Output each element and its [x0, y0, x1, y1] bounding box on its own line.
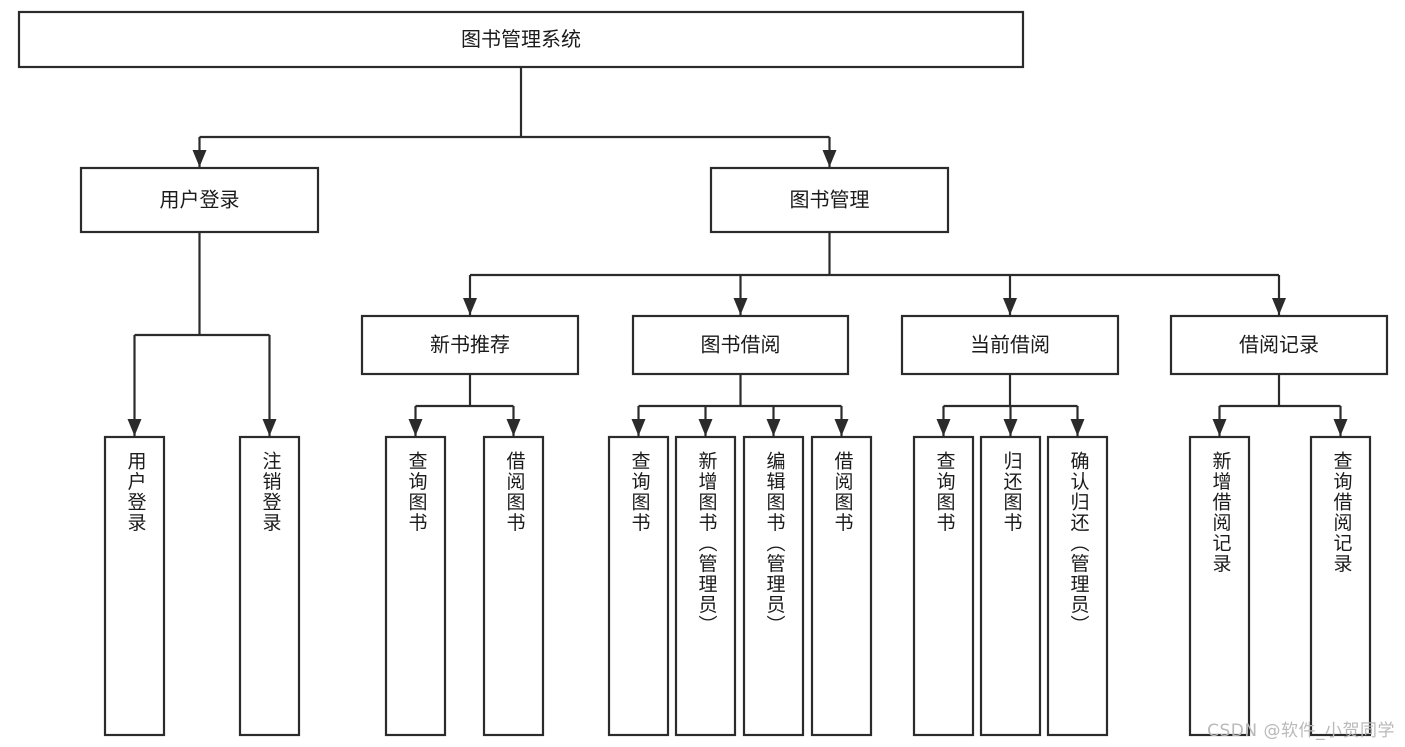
arrow-head-icon: [1003, 298, 1017, 315]
node-box-new-book-recommend: [360, 314, 580, 376]
node-box-leaf-user-login: [103, 435, 166, 737]
arrow-head-icon: [1212, 419, 1227, 436]
node-label-book-borrow: 图书借阅: [701, 333, 781, 357]
arrow-head-icon: [766, 419, 781, 436]
csdn-watermark: CSDN @软件_小贺同学: [1207, 721, 1395, 741]
box-layer: [17, 10, 1389, 737]
node-box-leaf-query-book-2: [607, 435, 670, 737]
node-label-borrow-record: 借阅记录: [1239, 333, 1319, 357]
node-box-leaf-query-record: [1309, 435, 1372, 737]
arrow-head-icon: [192, 150, 207, 167]
arrow-head-icon: [1003, 419, 1018, 436]
node-box-leaf-add-book: [674, 435, 737, 737]
arrow-head-icon: [1333, 419, 1348, 436]
arrow-head-icon: [1272, 298, 1286, 315]
arrow-head-icon: [822, 150, 837, 167]
node-box-leaf-query-book-1: [384, 435, 447, 737]
node-box-leaf-return-book: [979, 435, 1042, 737]
connector-layer: [127, 67, 1348, 436]
node-label-user-login: 用户登录: [160, 188, 240, 212]
arrow-head-icon: [631, 419, 646, 436]
node-label-book-manage: 图书管理: [790, 188, 870, 212]
arrow-head-icon: [1070, 419, 1085, 436]
arrow-head-icon: [733, 298, 748, 315]
node-box-leaf-logout: [238, 435, 301, 737]
arrow-head-icon: [936, 419, 951, 436]
arrow-head-icon: [262, 419, 277, 436]
node-box-book-borrow: [631, 314, 850, 376]
node-box-leaf-add-record: [1188, 435, 1251, 737]
arrow-head-icon: [506, 419, 521, 436]
arrow-head-icon: [408, 419, 423, 436]
node-label-new-book-recommend: 新书推荐: [430, 333, 510, 357]
node-box-leaf-borrow-book-1: [482, 435, 545, 737]
node-label-root: 图书管理系统: [461, 27, 581, 51]
node-box-leaf-edit-book: [742, 435, 805, 737]
arrow-head-icon: [463, 298, 477, 315]
node-box-root: [17, 10, 1025, 69]
node-box-leaf-confirm-return: [1046, 435, 1109, 737]
node-box-leaf-borrow-book-2: [810, 435, 873, 737]
node-box-book-manage: [709, 166, 950, 234]
node-box-borrow-record: [1169, 314, 1389, 376]
node-label-current-borrow: 当前借阅: [970, 333, 1050, 357]
node-box-current-borrow: [900, 314, 1120, 376]
arrow-head-icon: [834, 419, 849, 436]
node-box-user-login: [79, 166, 320, 234]
arrow-head-icon: [127, 419, 142, 436]
node-box-leaf-query-book-3: [912, 435, 975, 737]
arrow-head-icon: [698, 419, 713, 436]
